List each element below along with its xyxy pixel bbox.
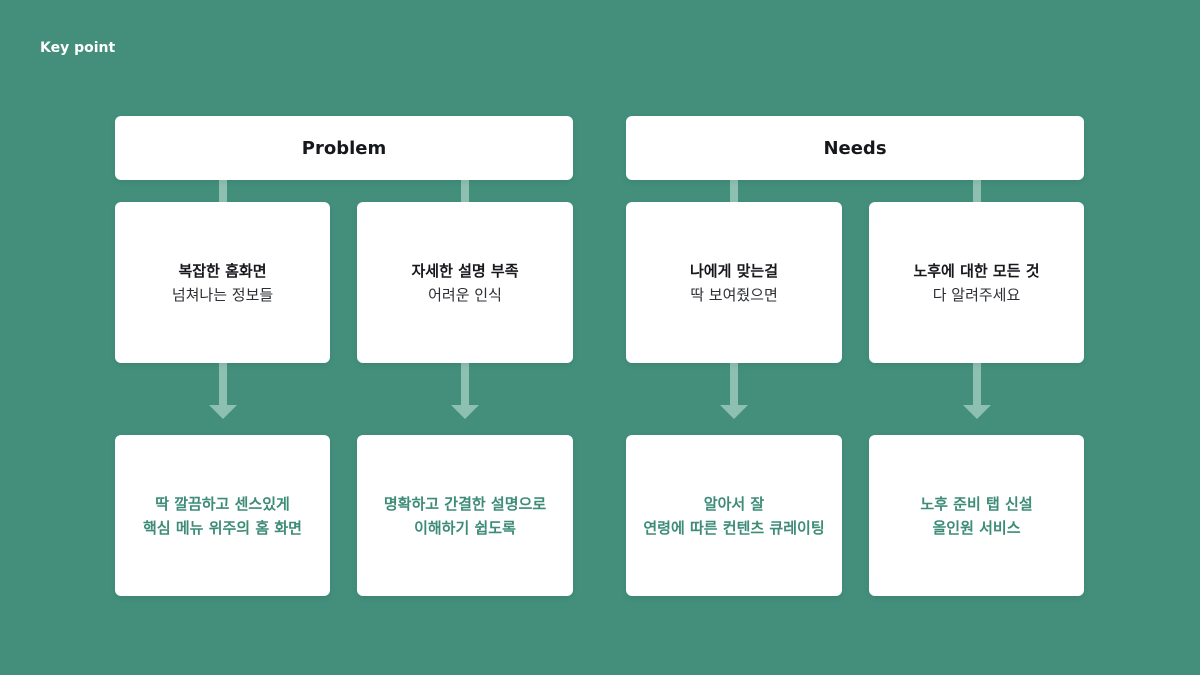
arrow-shaft (730, 363, 738, 405)
connector (730, 180, 738, 202)
arrow-shaft (219, 363, 227, 405)
connector (461, 180, 469, 202)
arrow-down-icon (209, 405, 237, 419)
card-subtitle: 딱 보여줬으면 (690, 285, 778, 304)
solution-line: 핵심 메뉴 위주의 홈 화면 (143, 518, 302, 537)
solution-line: 명확하고 간결한 설명으로 (383, 494, 547, 513)
card-subtitle: 다 알려주세요 (932, 285, 1021, 304)
arrow-shaft (461, 363, 469, 405)
card-title: 복잡한 홈화면 (178, 261, 267, 280)
card-title: 나에게 맞는걸 (689, 261, 779, 280)
solution-line: 노후 준비 탭 신설 (920, 494, 1033, 513)
needs-header: Needs (626, 116, 1084, 180)
needs-card-personalized: 나에게 맞는걸 딱 보여줬으면 (626, 202, 842, 363)
solution-card-curation: 알아서 잘 연령에 따른 컨텐츠 큐레이팅 (626, 435, 842, 596)
arrow-down-icon (451, 405, 479, 419)
solution-line: 딱 깔끔하고 센스있게 (155, 494, 290, 513)
problem-card-lack-of-explanation: 자세한 설명 부족 어려운 인식 (357, 202, 573, 363)
solution-line: 올인원 서비스 (932, 518, 1021, 537)
card-title: 노후에 대한 모든 것 (913, 261, 1040, 280)
card-title: 자세한 설명 부족 (411, 261, 519, 280)
arrow-shaft (973, 363, 981, 405)
card-subtitle: 넘쳐나는 정보들 (171, 285, 274, 304)
page-label: Key point (40, 40, 116, 56)
connector (973, 180, 981, 202)
arrow-down-icon (720, 405, 748, 419)
needs-card-retirement: 노후에 대한 모든 것 다 알려주세요 (869, 202, 1084, 363)
solution-card-clear-explanation: 명확하고 간결한 설명으로 이해하기 쉽도록 (357, 435, 573, 596)
problem-header: Problem (115, 116, 573, 180)
solution-line: 이해하기 쉽도록 (414, 518, 516, 537)
problem-card-complex-home: 복잡한 홈화면 넘쳐나는 정보들 (115, 202, 330, 363)
arrow-down-icon (963, 405, 991, 419)
solution-line: 알아서 잘 (703, 494, 765, 513)
solution-card-clean-home: 딱 깔끔하고 센스있게 핵심 메뉴 위주의 홈 화면 (115, 435, 330, 596)
connector (219, 180, 227, 202)
card-subtitle: 어려운 인식 (428, 285, 502, 304)
section-title: Problem (301, 137, 387, 159)
solution-line: 연령에 따른 컨텐츠 큐레이팅 (643, 518, 825, 537)
section-title: Needs (823, 137, 887, 159)
solution-card-retirement-tab: 노후 준비 탭 신설 올인원 서비스 (869, 435, 1084, 596)
